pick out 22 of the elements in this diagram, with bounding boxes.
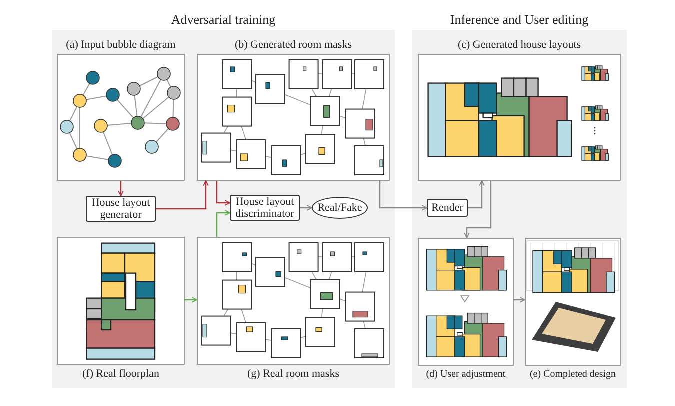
- arrow: [118, 181, 124, 196]
- panel-heading: (d) User adjustment: [425, 368, 507, 382]
- process-box: House layout generator: [86, 196, 156, 222]
- panel-heading: (c) Generated house layouts: [456, 38, 582, 53]
- panel-heading: (b) Generated room masks: [234, 38, 353, 53]
- section-title: Inference and User editing: [449, 12, 590, 28]
- arrow: [464, 181, 492, 238]
- panel-heading: (e) Completed design: [528, 368, 618, 382]
- panel-heading: (a) Input bubble diagram: [65, 38, 177, 53]
- arrow: [468, 180, 485, 209]
- arrow: [185, 297, 198, 303]
- arrow: [156, 180, 209, 210]
- panel-heading: (g) Real room masks: [246, 367, 340, 382]
- process-box: Render: [427, 199, 468, 217]
- arrow: [379, 181, 428, 211]
- process-box: House layout discriminator: [230, 195, 300, 221]
- section-title: Adversarial training: [170, 12, 277, 28]
- panel-heading: (f) Real floorplan: [82, 367, 160, 382]
- arrow: [514, 297, 526, 303]
- arrow: [216, 181, 230, 206]
- arrow: [300, 205, 312, 211]
- arrow: [216, 210, 230, 237]
